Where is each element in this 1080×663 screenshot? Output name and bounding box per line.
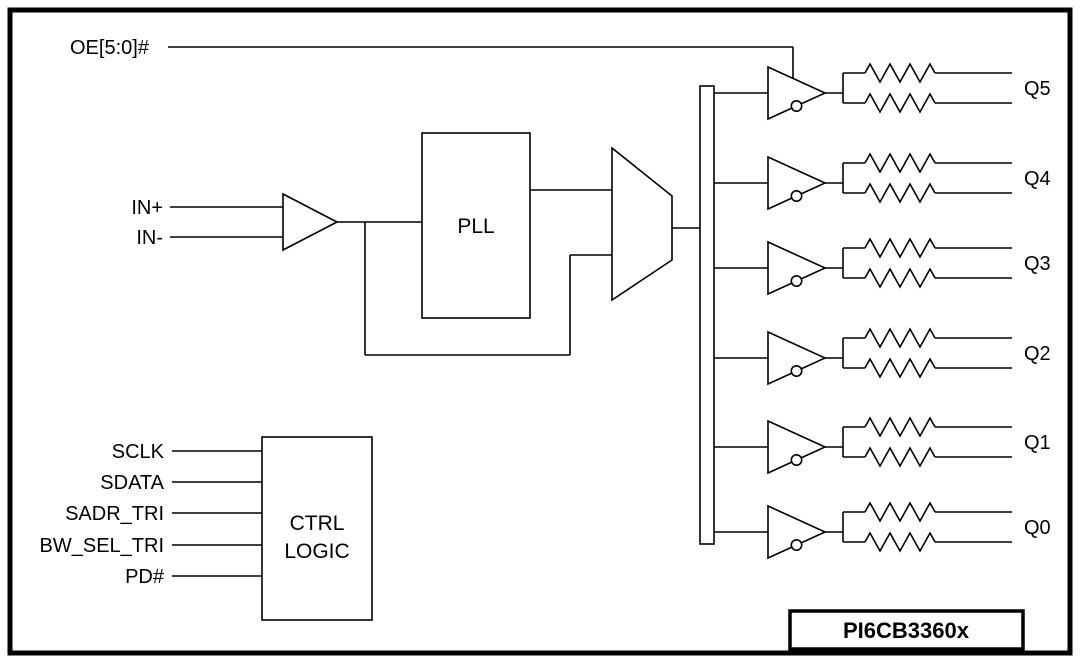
ctrl-input-label-pd: PD# [125, 566, 165, 588]
ctrl-input-label-sdata: SDATA [100, 472, 164, 494]
output-label-q5: Q5 [1024, 78, 1051, 100]
output-label-q1: Q1 [1024, 432, 1051, 454]
output-channel-q0 [714, 503, 1012, 558]
input-buffer [282, 192, 339, 252]
output-label-q2: Q2 [1024, 343, 1051, 365]
mux [611, 146, 673, 302]
ctrl-input-label-sadr-tri: SADR_TRI [65, 503, 164, 525]
part-number-box [788, 609, 1025, 651]
part-number-label: PI6CB3360x [843, 618, 970, 643]
signal-wires [337, 189, 700, 356]
in-minus-label: IN- [136, 227, 163, 249]
output-channel-q2 [714, 329, 1012, 384]
ctrl-logic-box [261, 436, 373, 621]
ctrl-input-label-bw-sel-tri: BW_SEL_TRI [40, 535, 164, 557]
oe-wire [168, 46, 794, 78]
ctrl-logic-label-line1: CTRL [290, 512, 345, 535]
ctrl-logic-label-line2: LOGIC [284, 540, 349, 563]
output-channel-q1 [714, 418, 1012, 473]
ctrl-input-label-sclk: SCLK [112, 441, 165, 463]
in-plus-label: IN+ [131, 197, 163, 219]
pll-label: PLL [457, 215, 494, 238]
clock-bus [699, 85, 715, 545]
outer-border [7, 7, 1073, 656]
pll-box [421, 132, 531, 319]
output-channel-q4 [714, 154, 1012, 209]
oe-label: OE[5:0]# [70, 37, 150, 59]
output-label-q4: Q4 [1024, 168, 1051, 190]
ctrl-input-wires [172, 450, 262, 577]
input-wires [170, 206, 283, 238]
output-label-q0: Q0 [1024, 517, 1051, 539]
output-label-q3: Q3 [1024, 253, 1051, 275]
output-channel-q5 [714, 64, 1012, 119]
output-channel-q3 [714, 239, 1012, 294]
